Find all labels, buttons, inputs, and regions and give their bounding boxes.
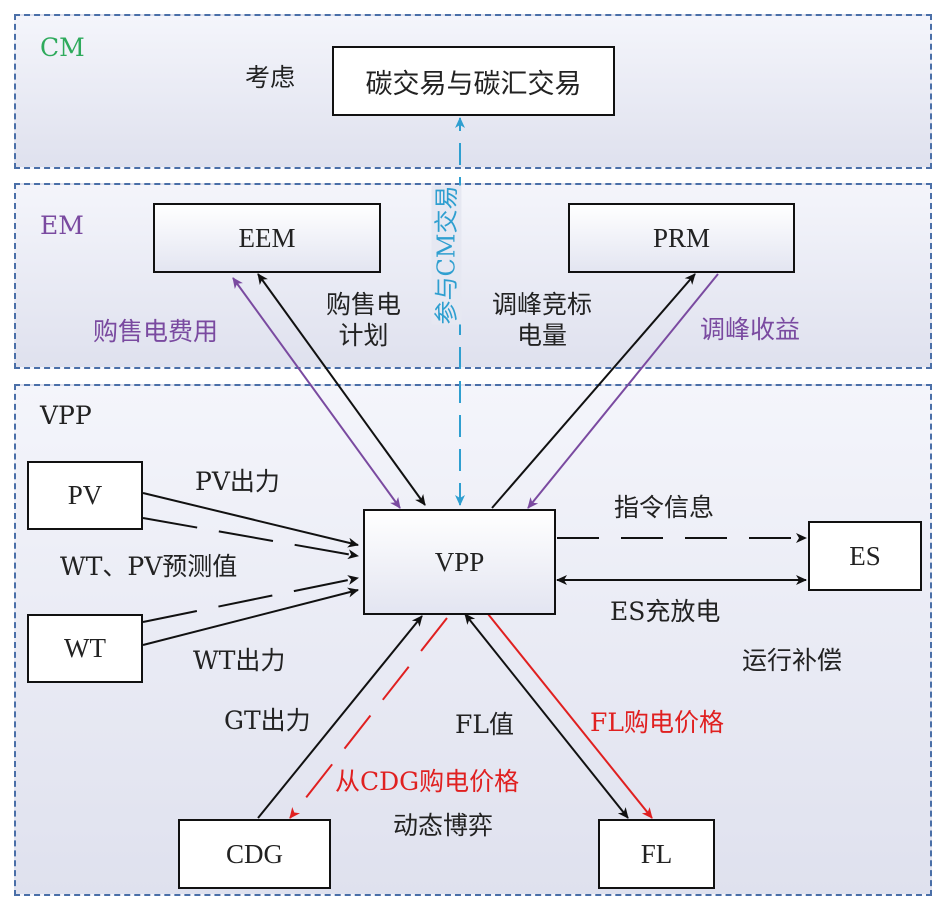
vpp-region-label: VPP (40, 401, 92, 430)
buy-sell-plan-line1: 购售电 (326, 290, 402, 319)
buy-sell-plan-label: 购售电 计划 (326, 289, 401, 352)
cdg-price-label: 从CDG购电价格 (335, 767, 520, 796)
es-charge-label: ES充放电 (610, 597, 721, 626)
pv-vpp-link (142, 492, 359, 548)
vpp-fl-price-link (487, 613, 653, 819)
wt-output-label: WT出力 (193, 646, 286, 675)
peak-revenue-label: 调峰收益 (700, 315, 801, 344)
peak-bid-label: 调峰竞标 电量 (492, 289, 592, 352)
peak-bid-line1: 调峰竞标 (492, 290, 593, 319)
fl-value-label: FL值 (455, 710, 514, 739)
forecast-label: WT、PV预测值 (60, 552, 238, 581)
peak-bid-line2: 电量 (517, 321, 568, 351)
cdg-vpp-link (257, 615, 423, 819)
eem-node: EEM (153, 203, 381, 273)
command-info-label: 指令信息 (614, 493, 715, 522)
prm-vpp-revenue-link (527, 273, 719, 509)
vpp-node: VPP (363, 509, 556, 615)
pv-output-label: PV出力 (195, 467, 280, 496)
buy-sell-plan-line2: 计划 (338, 321, 389, 351)
cdg-node: CDG (178, 819, 331, 889)
fl-price-label: FL购电价格 (590, 708, 724, 737)
pv-forecast-link (142, 517, 359, 560)
fl-vpp-link (464, 613, 629, 819)
vpp-prm-link (491, 273, 696, 509)
dynamic-game-label: 动态博弈 (393, 811, 494, 840)
prm-node: PRM (568, 203, 795, 273)
eem-vpp-cost-link (232, 277, 401, 509)
wt-forecast-link (142, 575, 359, 623)
buy-sell-cost-label: 购售电费用 (93, 317, 219, 346)
wt-node: WT (27, 614, 143, 683)
operation-comp-label: 运行补偿 (742, 646, 843, 675)
pv-node: PV (27, 461, 143, 530)
cm-region-label: CM (40, 33, 85, 62)
consider-label: 考虑 (245, 63, 296, 92)
carbon-trading-node: 碳交易与碳汇交易 (332, 46, 615, 116)
vpp-cdg-price-link (289, 617, 448, 819)
em-region-label: EM (40, 211, 84, 240)
fl-node: FL (598, 819, 715, 889)
es-node: ES (808, 521, 922, 591)
wt-vpp-link (142, 587, 359, 646)
gt-output-label: GT出力 (224, 706, 311, 735)
participate-cm-label: 参与CM交易 (430, 185, 461, 325)
